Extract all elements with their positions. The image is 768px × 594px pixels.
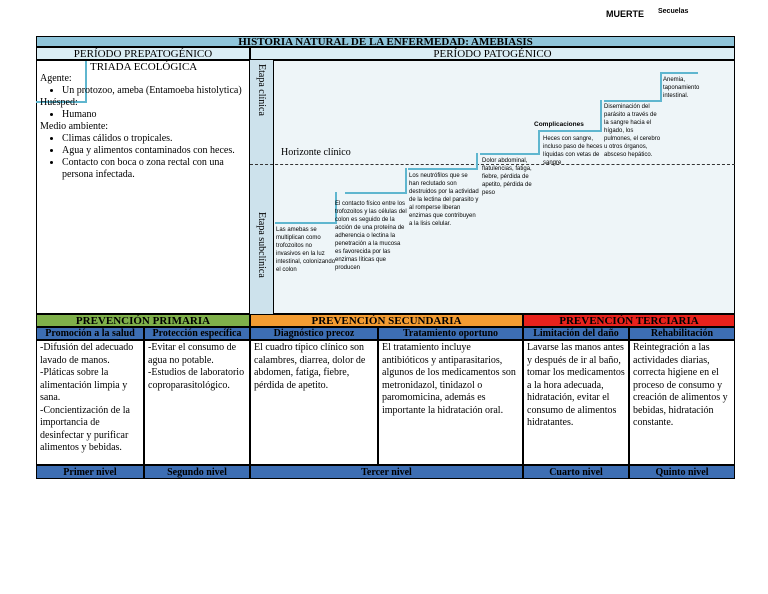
triada-bracket-foot xyxy=(36,101,87,103)
step-riser xyxy=(335,192,337,224)
triada-content: Agente: Un protozoo, ameba (Entamoeba hi… xyxy=(40,73,248,181)
periodo-patogenico-header: PERÍODO PATOGÉNICO xyxy=(250,47,735,60)
etapa-subclinica-label: Etapa subclínica xyxy=(256,212,267,278)
step-riser xyxy=(538,130,540,155)
limitacion-header: Limitación del daño xyxy=(523,327,629,340)
triada-heading: TRIADA ECOLÓGICA xyxy=(90,61,198,73)
prevencion-secundaria-header: PREVENCIÓN SECUNDARIA xyxy=(250,314,523,327)
rehabilitacion-cell: Reintegración a las actividades diarias,… xyxy=(629,340,735,465)
agente-list: Un protozoo, ameba (Entamoeba histolytic… xyxy=(40,85,248,97)
periodo-prepatogenico-header: PERÍODO PREPATOGÉNICO xyxy=(36,47,250,60)
step-1-text: Las amebas se multiplican como trofozoit… xyxy=(276,227,336,273)
step-riser xyxy=(476,153,478,170)
tratamiento-cell: El tratamiento incluye antibióticos y an… xyxy=(378,340,523,465)
medio-list: Climas cálidos o tropicales. Agua y alim… xyxy=(40,133,248,181)
step-2-text: El contacto físico entre los trofozoitos… xyxy=(335,201,407,271)
step-7-text: Anemia, taponamiento intestinal. xyxy=(663,77,700,99)
step-riser xyxy=(660,72,662,102)
agente-label: Agente: xyxy=(40,73,72,84)
step-riser xyxy=(405,168,407,194)
patogenico-panel xyxy=(250,60,735,314)
step-3-text: Los neutrófilos que se han reclutado son… xyxy=(409,173,479,227)
step-line xyxy=(480,153,538,155)
segundo-nivel: Segundo nivel xyxy=(144,465,250,479)
step-line xyxy=(662,72,698,74)
tercer-nivel: Tercer nivel xyxy=(250,465,523,479)
step-riser xyxy=(600,100,602,132)
diagnostico-header: Diagnóstico precoz xyxy=(250,327,378,340)
muerte-label: MUERTE xyxy=(606,9,644,19)
triada-bracket xyxy=(85,61,87,101)
step-5-text: Heces con sangre, incluso paso de heces … xyxy=(543,136,603,166)
step-6-text: Diseminación del parásito a través de la… xyxy=(604,104,661,158)
tratamiento-header: Tratamiento oportuno xyxy=(378,327,523,340)
proteccion-header: Protección específica xyxy=(144,327,250,340)
prevencion-primaria-header: PREVENCIÓN PRIMARIA xyxy=(36,314,250,327)
step-4-text: Dolor abdominal, flatulencias, fatiga, f… xyxy=(482,158,532,196)
prevencion-terciaria-header: PREVENCIÓN TERCIARIA xyxy=(523,314,735,327)
step-line xyxy=(408,168,476,170)
huesped-label: Huésped: xyxy=(40,97,78,108)
secuelas-label: Secuelas xyxy=(658,8,689,15)
step-line xyxy=(604,100,660,102)
medio-item: Contacto con boca o zona rectal con una … xyxy=(62,157,248,181)
horizonte-line xyxy=(250,164,735,165)
medio-label: Medio ambiente: xyxy=(40,121,109,132)
diagnostico-cell: El cuadro típico clínico son calambres, … xyxy=(250,340,378,465)
rehabilitacion-header: Rehabilitación xyxy=(629,327,735,340)
step-5-heading: Complicaciones xyxy=(534,121,584,128)
step-line xyxy=(345,192,405,194)
huesped-list: Humano xyxy=(40,109,248,121)
limitacion-cell: Lavarse las manos antes y después de ir … xyxy=(523,340,629,465)
huesped-item: Humano xyxy=(62,109,248,121)
promocion-header: Promoción a la salud xyxy=(36,327,144,340)
etapa-clinica-label: Etapa clínica xyxy=(256,64,267,116)
cuarto-nivel: Cuarto nivel xyxy=(523,465,629,479)
medio-item: Climas cálidos o tropicales. xyxy=(62,133,248,145)
step-line xyxy=(540,130,600,132)
primer-nivel: Primer nivel xyxy=(36,465,144,479)
agente-item: Un protozoo, ameba (Entamoeba histolytic… xyxy=(62,85,248,97)
step-line xyxy=(275,222,335,224)
quinto-nivel: Quinto nivel xyxy=(629,465,735,479)
horizonte-label: Horizonte clínico xyxy=(281,147,351,158)
etapa-band xyxy=(250,60,274,314)
promocion-cell: -Difusión del adecuado lavado de manos. … xyxy=(36,340,144,465)
medio-item: Agua y alimentos contaminados con heces. xyxy=(62,145,248,157)
proteccion-cell: -Evitar el consumo de agua no potable. -… xyxy=(144,340,250,465)
document-title: HISTORIA NATURAL DE LA ENFERMEDAD: AMEBI… xyxy=(36,36,735,48)
